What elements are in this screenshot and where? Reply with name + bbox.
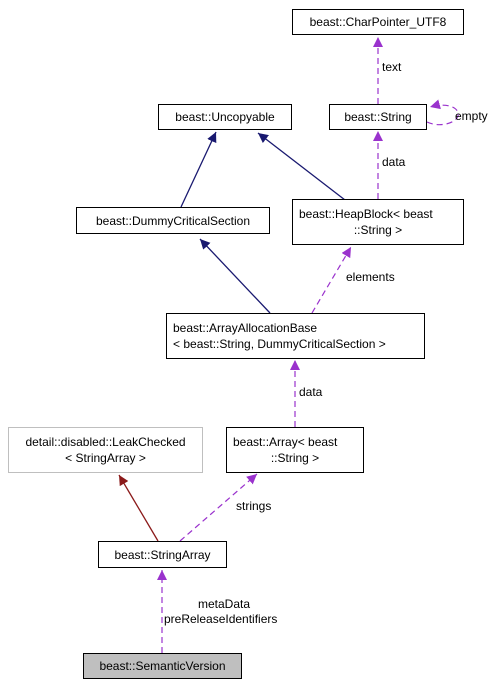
edge-label-metadata: metaData <box>198 597 251 611</box>
edge-inherit-stringarray-leakchecked <box>118 474 159 542</box>
node-charpointer-utf8[interactable]: beast::CharPointer_UTF8 <box>292 9 464 35</box>
edge-label-prerelease-identifiers: preReleaseIdentifiers <box>164 612 278 626</box>
node-string-array[interactable]: beast::StringArray <box>98 541 227 568</box>
edge-label-data-alloc: data <box>299 385 323 399</box>
edge-inherit-dummycs-uncopyable <box>180 131 217 208</box>
edge-label-empty: empty <box>455 109 488 123</box>
edge-empty <box>426 99 459 126</box>
edge-label-data-string: data <box>382 155 406 169</box>
edge-inherit-arrayalloc-dummycs <box>199 238 271 314</box>
edge-elements <box>311 246 352 314</box>
node-string[interactable]: beast::String <box>329 104 427 130</box>
node-heapblock[interactable]: beast::HeapBlock< beast ::String > <box>292 199 464 245</box>
edge-label-strings: strings <box>236 499 272 513</box>
edge-strings <box>179 473 258 542</box>
edge-label-text: text <box>382 60 402 74</box>
edge-label-elements: elements <box>346 270 395 284</box>
node-semantic-version[interactable]: beast::SemanticVersion <box>83 653 242 679</box>
node-uncopyable[interactable]: beast::Uncopyable <box>158 104 292 130</box>
edge-inherit-heapblock-uncopyable <box>257 132 346 201</box>
node-array[interactable]: beast::Array< beast ::String > <box>226 427 364 473</box>
node-leak-checked[interactable]: detail::disabled::LeakChecked < StringAr… <box>8 427 203 473</box>
node-dummy-critical-section[interactable]: beast::DummyCriticalSection <box>76 207 270 234</box>
node-array-allocation-base[interactable]: beast::ArrayAllocationBase < beast::Stri… <box>166 313 425 359</box>
